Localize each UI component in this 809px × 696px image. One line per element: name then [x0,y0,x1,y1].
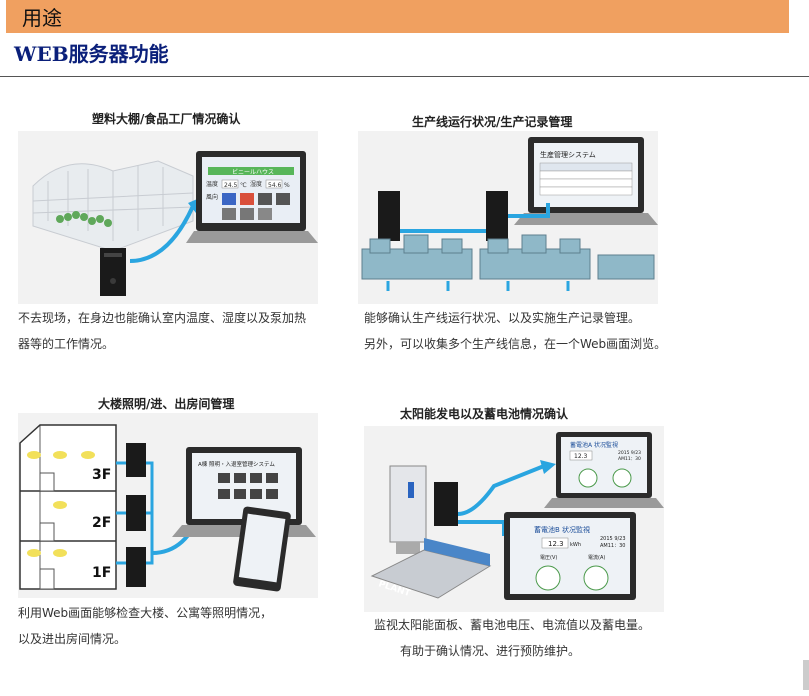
solar-illustration: PLANT 蓄電池A 状况監視 12.3 2015 9/23 AM11：30 蓄… [364,426,664,612]
monitor-icon: A棟 照明・入退室管理システム [172,447,316,537]
screen-value: 12.3 [548,540,564,548]
section-title-production: 生产线运行状况/生产记录管理 [412,115,573,129]
scrollbar-fragment[interactable] [803,660,809,690]
banner: 用途 [6,0,789,33]
plc-device-icon [434,482,458,526]
monitor-icon: ビニールハウス 温度 24.5 ℃ 湿度 54.6 % 風向 [186,151,318,243]
plc-device-icon [126,495,146,531]
plc-device-icon [100,248,126,296]
gauge-icon [583,565,609,591]
building-illustration: 3F 2F 1F A棟 照明・入退室管理システム [18,413,318,598]
door-icon [39,568,55,590]
screen-title: 生産管理システム [540,150,596,159]
section-desc-production: 能够确认生产线运行状况、以及实施生产记录管理。 另外，可以收集多个生产线信息，在… [364,305,666,357]
monitor-icon: 蓄電池B 状况監視 12.3 kWh 2015 9/23 AM11：30 電圧(… [504,512,636,600]
section-desc-building: 利用Web画面能够检查大楼、公寓等照明情况， 以及进出房间情况。 [18,600,272,652]
humidity-label: 湿度 [250,180,262,188]
plants-icon [56,211,112,227]
section-desc-solar: 监视太阳能面板、蓄电池电压、电流值以及蓄电量。 有助于确认情况、进行预防维护。 [374,612,650,664]
gauge-icon [535,565,561,591]
temp-value: 24.5 [224,182,238,189]
door-icon [39,472,55,492]
desc-line: 利用Web画面能够检查大楼、公寓等照明情况， [18,606,273,620]
screen-unit: kWh [570,542,581,548]
screen-title: ビニールハウス [232,168,274,176]
gauge-label: 電流(A) [588,554,605,561]
section-title-building: 大楼照明/进、出房间管理 [98,397,235,411]
page-heading: WEB服务器功能 [14,42,169,66]
humidity-unit: % [284,182,290,189]
section-title-solar: 太阳能发电以及蓄电池情况确认 [400,407,569,421]
desc-line: 器等的工作情况。 [18,337,115,351]
desc-line: 不去现场，在身边也能确认室内温度、湿度以及泵加热 [18,311,307,325]
screen-title: 蓄電池A 状况監視 [570,441,618,449]
desc-line: 有助于确认情况、进行预防维护。 [400,644,581,658]
desc-line: 监视太阳能面板、蓄电池电压、电流值以及蓄电量。 [374,618,651,632]
production-line-icon [361,234,655,280]
desc-line: 以及进出房间情况。 [18,632,127,646]
floor-label: 1F [92,565,111,581]
plc-device-icon [126,443,146,477]
light-icon [27,451,95,557]
section-desc-greenhouse: 不去现场，在身边也能确认室内温度、湿度以及泵加热 器等的工作情况。 [18,305,306,357]
plc-device-icon [126,547,146,587]
production-illustration: 生産管理システム [358,131,658,304]
screen-title: A棟 照明・入退室管理システム [198,460,275,468]
greenhouse-svg: ビニールハウス 温度 24.5 ℃ 湿度 54.6 % 風向 [18,131,318,304]
temp-unit: ℃ [240,182,247,189]
wind-label: 風向 [206,193,218,201]
plc-device-icon [486,191,508,241]
gauge-label: 電圧(V) [540,555,557,561]
floor-label: 2F [92,515,111,531]
greenhouse-illustration: ビニールハウス 温度 24.5 ℃ 湿度 54.6 % 風向 [18,131,318,304]
door-icon [39,522,55,542]
screen-date: 2015 9/23 [600,536,626,542]
section-title-greenhouse: 塑料大棚/食品工厂情况确认 [92,112,241,126]
screen-title: 蓄電池B 状况監視 [534,525,590,534]
screen-time: AM11：30 [600,543,625,549]
desc-line: 能够确认生产线运行状况、以及实施生产记录管理。 [364,311,641,325]
greenhouse-icon [32,160,194,252]
battery-cabinet-icon [389,465,427,554]
temp-label: 温度 [206,180,218,188]
desc-line: 另外，可以收集多个生产线信息，在一个Web画面浏览。 [364,337,667,351]
monitor-icon: 蓄電池A 状况監視 12.3 2015 9/23 AM11：30 [544,432,664,508]
plc-device-icon [378,191,400,241]
screen-value: 12.3 [574,453,588,460]
screen-date: 2015 9/23 [618,450,641,456]
humidity-value: 54.6 [268,182,282,189]
screen-time: AM11：30 [618,456,641,462]
building-icon [19,424,117,590]
tablet-icon [233,506,291,592]
monitor-icon: 生産管理システム [514,137,658,225]
banner-title: 用途 [22,6,62,30]
arrow-icon [129,205,195,263]
heading-divider [0,76,809,77]
arrow-icon [457,464,545,516]
floor-label: 3F [92,467,111,483]
